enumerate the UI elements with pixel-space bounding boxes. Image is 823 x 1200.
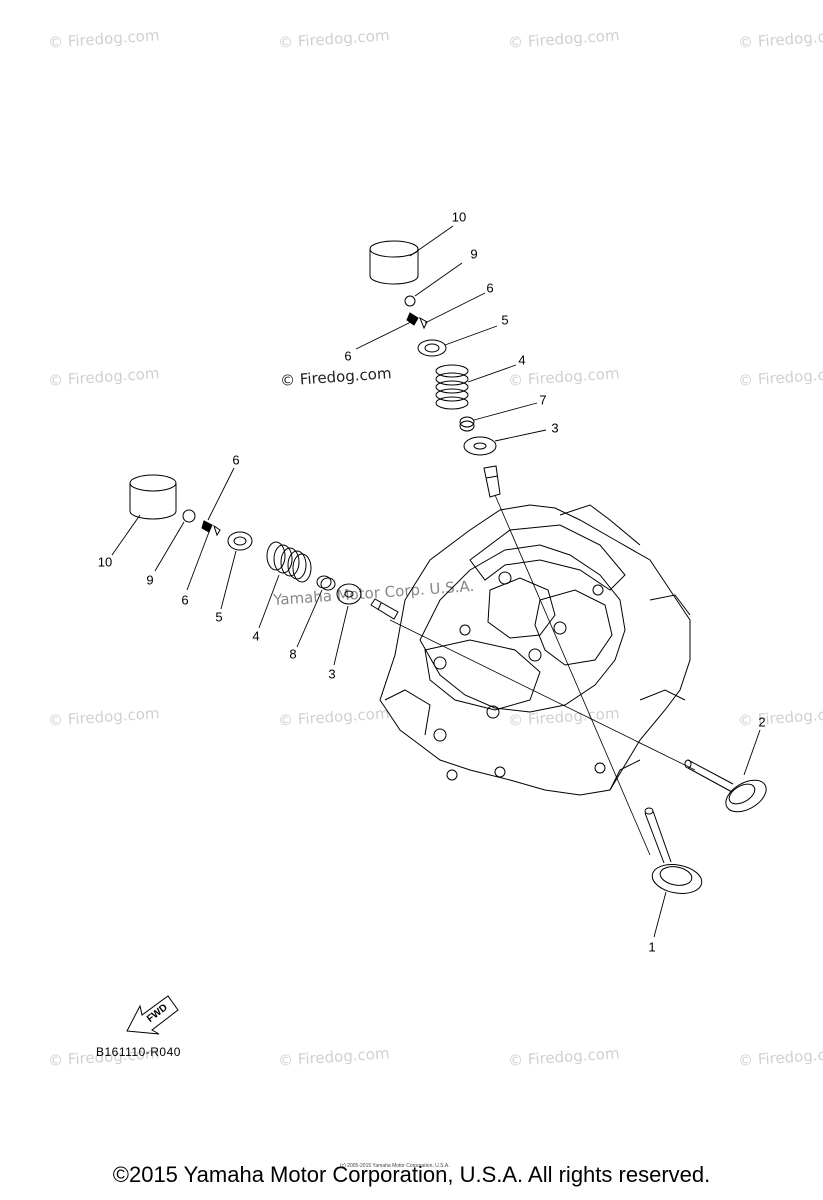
callout-7: 7 — [539, 392, 547, 408]
spring-seat-left — [336, 583, 362, 605]
valve-guide-left — [370, 598, 399, 620]
callout-9: 9 — [470, 246, 478, 262]
valve-pad-top — [404, 295, 416, 307]
tiny-copyright: (c) 2005-2015 Yamaha Motor Corporation, … — [340, 1163, 450, 1169]
callout-6: 6 — [232, 452, 240, 468]
callout-1: 1 — [648, 939, 656, 955]
callout-10: 10 — [451, 209, 467, 225]
valve-exhaust — [684, 759, 767, 813]
valve-intake — [644, 807, 703, 894]
valve-guide-top — [483, 465, 501, 498]
diagram-code: B161110-R040 — [96, 1045, 181, 1059]
fwd-arrow-icon — [126, 995, 179, 1035]
valve-lifter-left — [129, 474, 177, 520]
spring-retainer-top — [417, 339, 447, 357]
callout-5: 5 — [501, 312, 509, 328]
valve-lifter-top — [369, 240, 419, 285]
callout-4: 4 — [518, 352, 526, 368]
spring-retainer-left — [227, 531, 253, 551]
callout-3: 3 — [328, 666, 336, 682]
spring-seat-top — [463, 436, 497, 456]
callout-9: 9 — [146, 572, 154, 588]
callout-6: 6 — [344, 348, 352, 364]
callout-4: 4 — [252, 628, 260, 644]
axis-lines — [389, 494, 696, 856]
valve-pad-left — [182, 509, 196, 523]
valve-stem-seal-top — [459, 416, 475, 432]
valve-stem-seal-left — [316, 575, 336, 591]
callout-6: 6 — [486, 280, 494, 296]
cylinder-head — [379, 504, 691, 796]
callout-5: 5 — [215, 609, 223, 625]
valve-cotter-top — [406, 312, 428, 330]
leader-lines — [111, 225, 761, 938]
valve-cotter-left — [201, 520, 221, 537]
valve-spring-left — [266, 541, 312, 583]
callout-8: 8 — [289, 646, 297, 662]
valve-spring-top — [435, 364, 469, 410]
callout-10: 10 — [97, 554, 113, 570]
callout-2: 2 — [758, 714, 766, 730]
callout-6: 6 — [181, 592, 189, 608]
copyright-notice: ©2015 Yamaha Motor Corporation, U.S.A. A… — [112, 1162, 711, 1187]
callout-3: 3 — [551, 420, 559, 436]
